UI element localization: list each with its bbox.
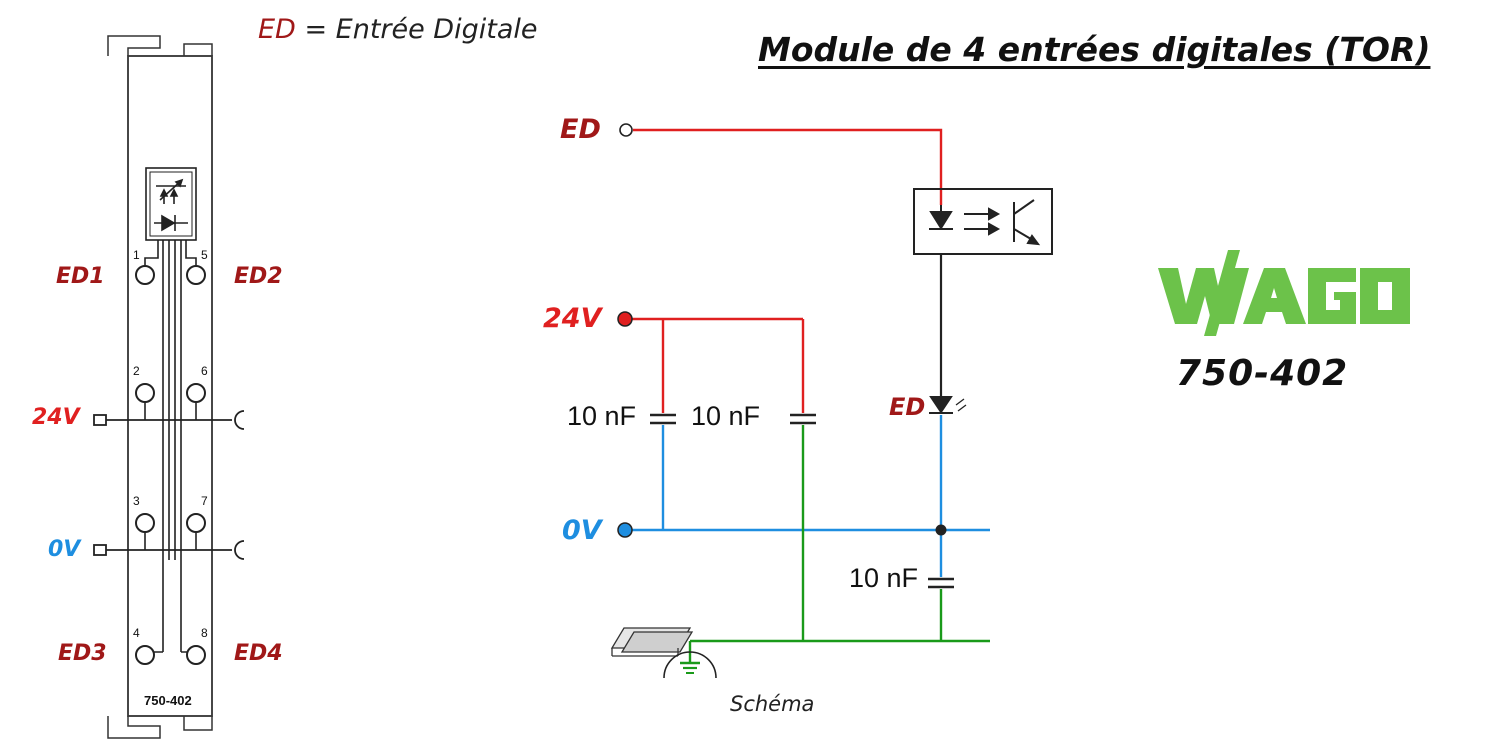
module-label-24v: 24V (32, 405, 80, 430)
wago-model-number: 750-402 (1176, 353, 1349, 394)
0v-terminal (617, 522, 633, 538)
capacitor-mid-label: 10 nF (691, 401, 761, 431)
wire-earth (688, 425, 990, 662)
wire-0v (632, 415, 990, 577)
wire-24v (632, 317, 805, 413)
capacitor-mid-icon (790, 413, 816, 425)
module-label-ed4: ED4 (234, 641, 283, 666)
pin-number-4: 4 (133, 626, 140, 640)
pin-number-8: 8 (201, 626, 208, 640)
pin-number-2: 2 (133, 364, 140, 378)
module-part-number: 750-402 (144, 693, 192, 708)
terminal-8 (186, 645, 206, 665)
module-label-ed1: ED1 (56, 264, 105, 289)
module-label-0v: 0V (48, 537, 81, 562)
ground-icon (663, 651, 717, 679)
terminal-4 (135, 645, 155, 665)
junction-node (935, 524, 947, 536)
ed-input-terminal (619, 123, 633, 137)
optocoupler-icon (913, 188, 1053, 255)
led-icon (929, 396, 967, 414)
legend: ED = Entrée Digitale (258, 14, 538, 45)
schematic-label-0v: 0V (562, 515, 602, 546)
terminal-6 (186, 383, 206, 403)
din-rail-icon (610, 627, 694, 657)
schematic-label-ed: ED (560, 114, 601, 145)
led-label: ED (889, 393, 926, 421)
terminal-1 (135, 265, 155, 285)
legend-abbr: ED (258, 14, 296, 45)
wire-ed-signal (633, 128, 943, 205)
module-housing (107, 35, 213, 739)
capacitor-right-icon (928, 577, 954, 589)
pin-number-5: 5 (201, 248, 208, 262)
legend-text: = Entrée Digitale (295, 14, 538, 45)
module-label-ed3: ED3 (58, 641, 107, 666)
page-title: Module de 4 entrées digitales (TOR) (758, 30, 1431, 69)
module-label-ed2: ED2 (234, 264, 283, 289)
24v-terminal (617, 311, 633, 327)
capacitor-left-label: 10 nF (567, 401, 637, 431)
module-internal-bus (144, 240, 197, 653)
module-power-rails (93, 410, 245, 560)
module-terminals (135, 265, 206, 665)
wago-logo-icon (1158, 250, 1410, 336)
pin-number-6: 6 (201, 364, 208, 378)
terminal-7 (186, 513, 206, 533)
optocoupler-symbol-icon (145, 167, 197, 241)
pin-number-7: 7 (201, 494, 208, 508)
schematic-caption: Schéma (730, 692, 815, 716)
schematic-label-24v: 24V (543, 303, 602, 334)
capacitor-left-icon (650, 413, 676, 425)
terminal-3 (135, 513, 155, 533)
terminal-5 (186, 265, 206, 285)
pin-number-1: 1 (133, 248, 140, 262)
pin-number-3: 3 (133, 494, 140, 508)
capacitor-right-label: 10 nF (849, 563, 919, 593)
terminal-2 (135, 383, 155, 403)
